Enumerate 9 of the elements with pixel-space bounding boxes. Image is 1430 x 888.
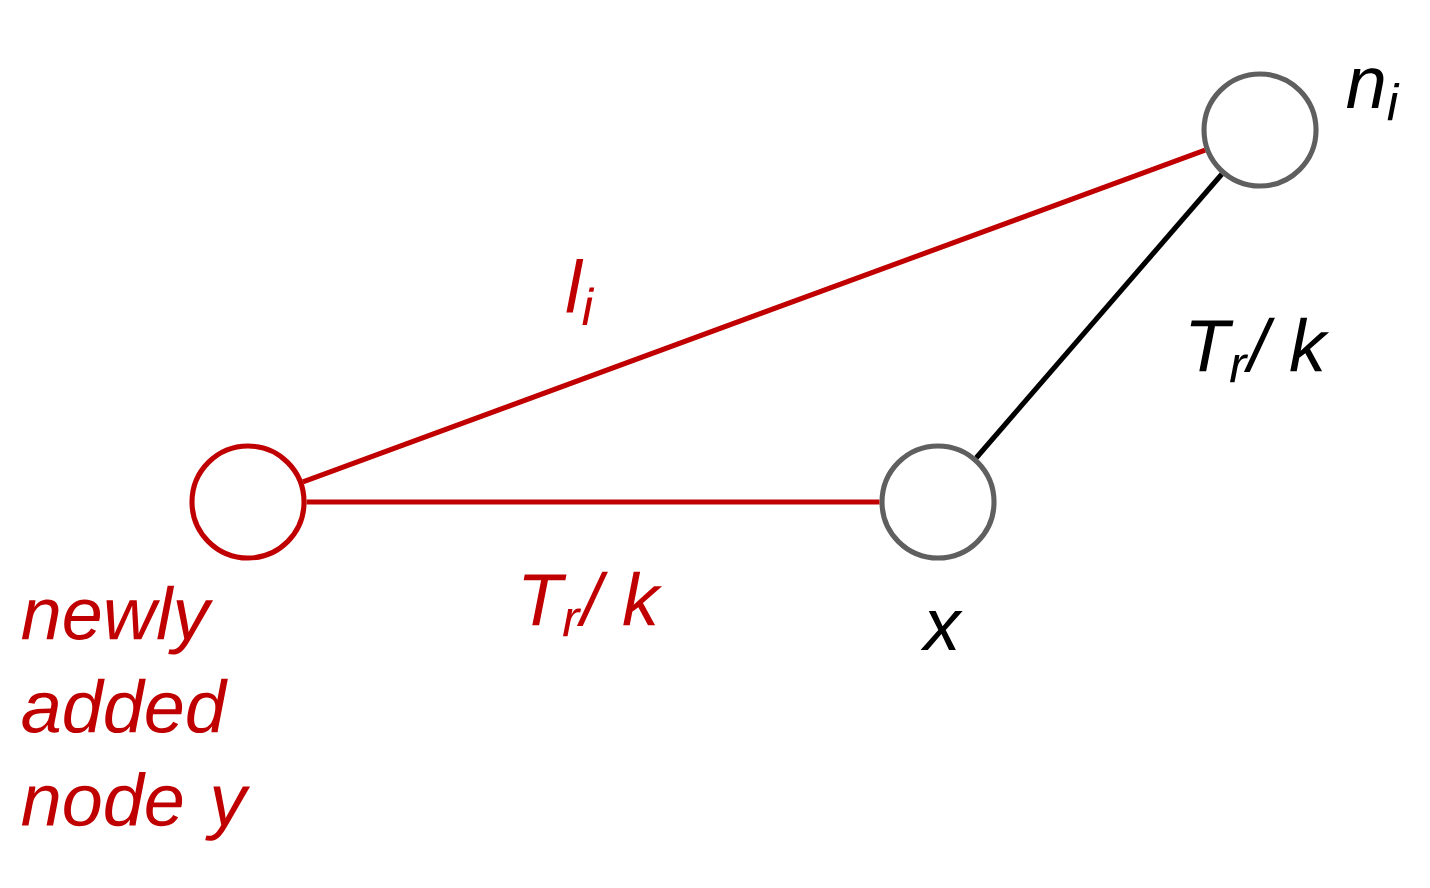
connector-line	[974, 172, 1224, 460]
edge-label: l$_{i}$	[561, 255, 599, 329]
edge-label: T$_{r}$/ k	[513, 568, 663, 640]
node-label: newly added node y	[21, 585, 251, 841]
edge-label: T$_{r}$/ k	[1180, 314, 1330, 386]
node-label: n$_{i}$	[1346, 68, 1400, 121]
connector-line	[302, 147, 1206, 485]
connector-line	[306, 499, 880, 505]
node-label: x	[920, 611, 963, 650]
